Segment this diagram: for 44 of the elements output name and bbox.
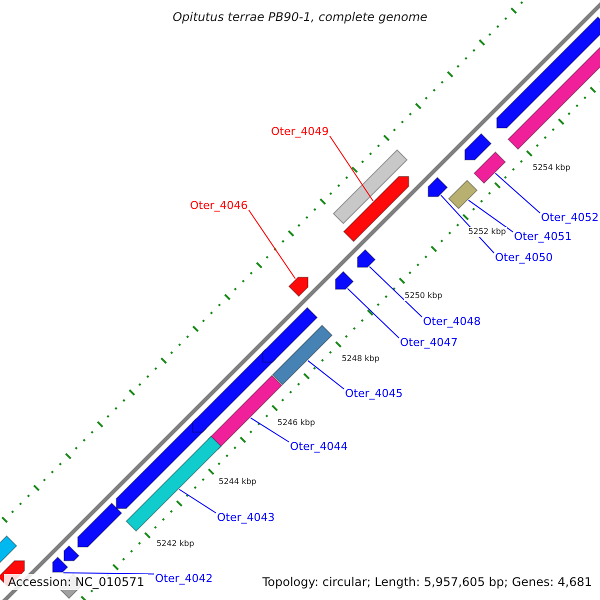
gene-label: Oter_4042 bbox=[155, 572, 213, 585]
gene-block bbox=[335, 270, 354, 290]
leader-line bbox=[329, 136, 374, 202]
gene-label: Oter_4045 bbox=[345, 387, 403, 400]
gene-label: Oter_4048 bbox=[423, 315, 481, 328]
leader-line bbox=[307, 360, 344, 390]
scale-label: 5252 kbp bbox=[467, 227, 507, 238]
leader-line bbox=[347, 288, 400, 338]
leader-line bbox=[62, 572, 154, 574]
gene-label: Oter_4044 bbox=[290, 440, 348, 453]
scale-label: 5242 kbp bbox=[155, 539, 196, 550]
gene-block bbox=[357, 249, 376, 268]
accession-text: Accession: NC_010571 bbox=[4, 574, 148, 590]
scale-label: 5250 kbp bbox=[404, 291, 444, 302]
gene-block bbox=[448, 180, 478, 210]
scale-label: 5254 kbp bbox=[532, 163, 572, 174]
gene-block bbox=[473, 151, 506, 184]
scale-label: 5248 kbp bbox=[340, 354, 380, 364]
gene-label: Oter_4043 bbox=[217, 511, 275, 524]
scale-label: 5246 kbp bbox=[276, 418, 316, 428]
scale-label: 5244 kbp bbox=[218, 477, 258, 488]
leader-line bbox=[494, 172, 540, 214]
leader-line bbox=[178, 488, 216, 514]
gene-label: Oter_4051 bbox=[514, 230, 572, 243]
gene-label: Oter_4050 bbox=[495, 251, 553, 264]
leader-line bbox=[369, 266, 422, 318]
gene-block bbox=[343, 176, 410, 242]
gene-block bbox=[262, 306, 318, 363]
gene-label: Oter_4052 bbox=[541, 211, 599, 224]
gene-block bbox=[496, 16, 600, 128]
info-text: Topology: circular; Length: 5,957,605 bp; Genes: 4,681 bbox=[262, 574, 592, 590]
leader-line bbox=[250, 417, 290, 442]
gene-label: Oter_4047 bbox=[400, 336, 458, 349]
gene-block bbox=[77, 502, 122, 548]
gene-block bbox=[64, 545, 80, 562]
gene-block bbox=[464, 133, 492, 160]
gene-block bbox=[288, 276, 308, 297]
gene-block bbox=[272, 324, 333, 386]
chart-title: Opitutus terrae PB90-1, complete genome bbox=[172, 10, 428, 24]
gene-label: Oter_4049 bbox=[271, 125, 329, 138]
gene-block bbox=[332, 149, 408, 224]
leader-line bbox=[468, 200, 514, 232]
gene-label: Oter_4046 bbox=[190, 199, 248, 212]
leader-line bbox=[248, 210, 296, 280]
